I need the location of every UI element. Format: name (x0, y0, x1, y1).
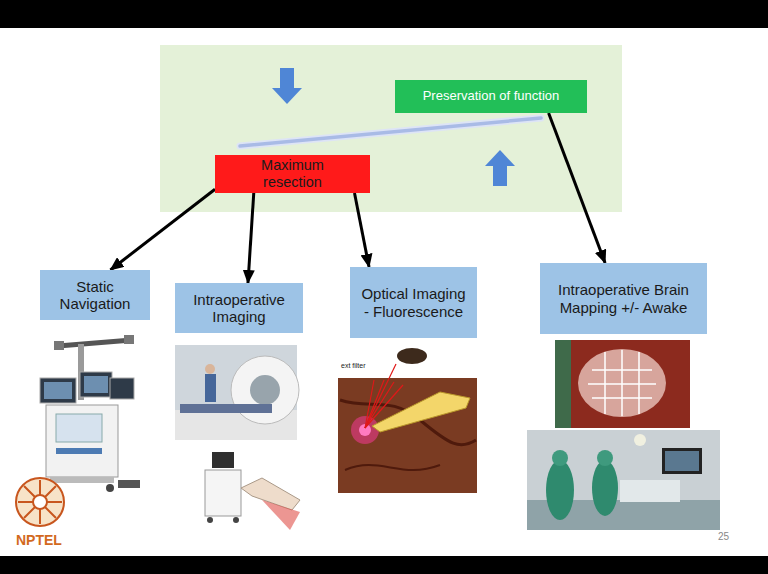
navigation-station (110, 378, 134, 399)
fluorescence-image (345, 465, 440, 470)
navigation-station (56, 414, 102, 442)
logo-text: NPTEL (16, 532, 62, 548)
tool-box: Static Navigation (40, 270, 150, 320)
navigation-station (40, 335, 140, 492)
awake-surgery-photo (620, 480, 680, 502)
down-arrow (272, 68, 302, 104)
fluorescence-image (372, 392, 470, 432)
awake-surgery-photo (634, 434, 646, 446)
operating-room-photo (231, 356, 299, 424)
tool-box: Intraoperative Imaging (175, 283, 303, 333)
fluorescence-image (351, 416, 379, 444)
black-bar (0, 556, 768, 574)
operating-room-photo (205, 364, 215, 374)
box-text: Preservation of function (423, 89, 560, 104)
awake-surgery-photo (592, 460, 618, 516)
down-arrow (272, 88, 302, 104)
navigation-station (56, 448, 102, 454)
mobile-scanner (205, 470, 241, 516)
navigation-station (106, 484, 114, 492)
down-arrow (280, 68, 294, 88)
awake-surgery-photo (527, 430, 720, 530)
operating-room-photo (250, 375, 280, 405)
connector-arrow (248, 193, 254, 283)
awake-surgery-photo (597, 450, 613, 466)
navigation-station (84, 376, 108, 393)
black-bar (0, 0, 768, 28)
connector-arrow (355, 193, 370, 267)
nptel-logo (18, 480, 62, 524)
navigation-station (46, 405, 118, 477)
brain-mapping-photo (578, 349, 666, 417)
navigation-station (124, 335, 134, 344)
tool-box: Optical Imaging - Fluorescence (350, 267, 477, 338)
awake-surgery-photo (552, 450, 568, 466)
goal-box: Preservation of function (395, 80, 587, 113)
nptel-logo (16, 478, 64, 526)
brain-mapping-photo (555, 340, 571, 428)
page-number: 25 (718, 531, 729, 542)
navigation-station (40, 378, 76, 403)
navigation-station (54, 341, 64, 350)
awake-surgery-photo (662, 448, 702, 474)
brain-mapping-photo (555, 340, 690, 428)
operating-room-photo (175, 345, 299, 440)
up-arrow (493, 166, 507, 186)
fluorescence-image (338, 378, 477, 493)
awake-surgery-photo (527, 430, 720, 530)
box-text: Intraoperative Brain Mapping +/- Awake (548, 281, 699, 316)
navigation-station (58, 340, 132, 346)
awake-surgery-photo (665, 451, 699, 471)
connector-arrow (549, 113, 606, 263)
navigation-station (50, 477, 114, 483)
tool-box: Intraoperative Brain Mapping +/- Awake (540, 263, 707, 334)
balance-panel (160, 45, 622, 212)
box-text: Optical Imaging - Fluorescence (358, 285, 469, 320)
mobile-scanner (205, 452, 300, 530)
seesaw-beam (240, 118, 541, 146)
mobile-scanner (207, 517, 213, 523)
awake-surgery-photo (546, 460, 574, 520)
navigation-station (118, 480, 140, 488)
nptel-logo (33, 495, 47, 509)
navigation-station (80, 372, 112, 397)
goal-box: Maximum resection (215, 155, 370, 193)
operating-room-photo (180, 404, 272, 413)
box-text: Maximum resection (237, 157, 348, 190)
balance-panel (160, 45, 622, 212)
box-text: Static Navigation (48, 278, 142, 313)
fluorescence-image (397, 348, 427, 364)
operating-room-photo (205, 374, 216, 402)
nptel-logo (16, 478, 64, 526)
brain-mapping-photo (588, 350, 656, 416)
up-arrow (485, 150, 515, 186)
mobile-scanner (212, 452, 234, 468)
mobile-scanner (233, 517, 239, 523)
image-caption: ext filter (341, 362, 366, 369)
connector-arrow (110, 189, 215, 270)
seesaw-beam (240, 118, 541, 146)
navigation-station (44, 382, 72, 399)
box-text: Intraoperative Imaging (183, 291, 295, 326)
brain-mapping-photo (555, 340, 690, 428)
mobile-scanner (262, 500, 300, 530)
fluorescence-image (338, 348, 477, 493)
seesaw-beam (240, 118, 541, 146)
up-arrow (485, 150, 515, 166)
